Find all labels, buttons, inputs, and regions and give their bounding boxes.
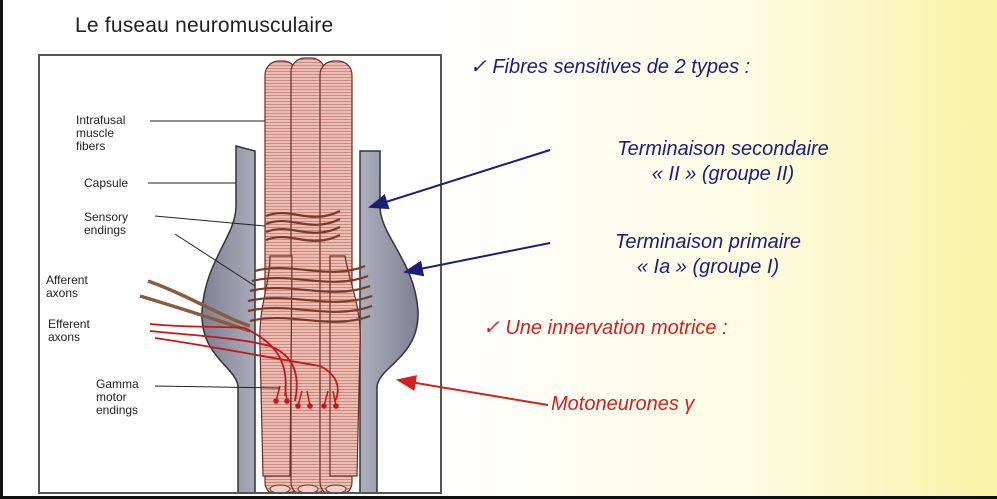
note-innervation-motrice: ✓ Une innervation motrice : [483, 316, 728, 341]
arrow-secondaire [370, 150, 550, 207]
arrow-motoneurones [398, 380, 548, 405]
note-terminaison-primaire: Terminaison primaire « Ia » (groupe I) [553, 230, 863, 280]
arrow-primaire [405, 243, 550, 272]
note-motoneurones: Motoneurones γ [551, 392, 694, 417]
note-fibres-sensitives: ✓ Fibres sensitives de 2 types : [470, 55, 750, 80]
note-terminaison-secondaire: Terminaison secondaire « II » (groupe II… [553, 137, 893, 187]
